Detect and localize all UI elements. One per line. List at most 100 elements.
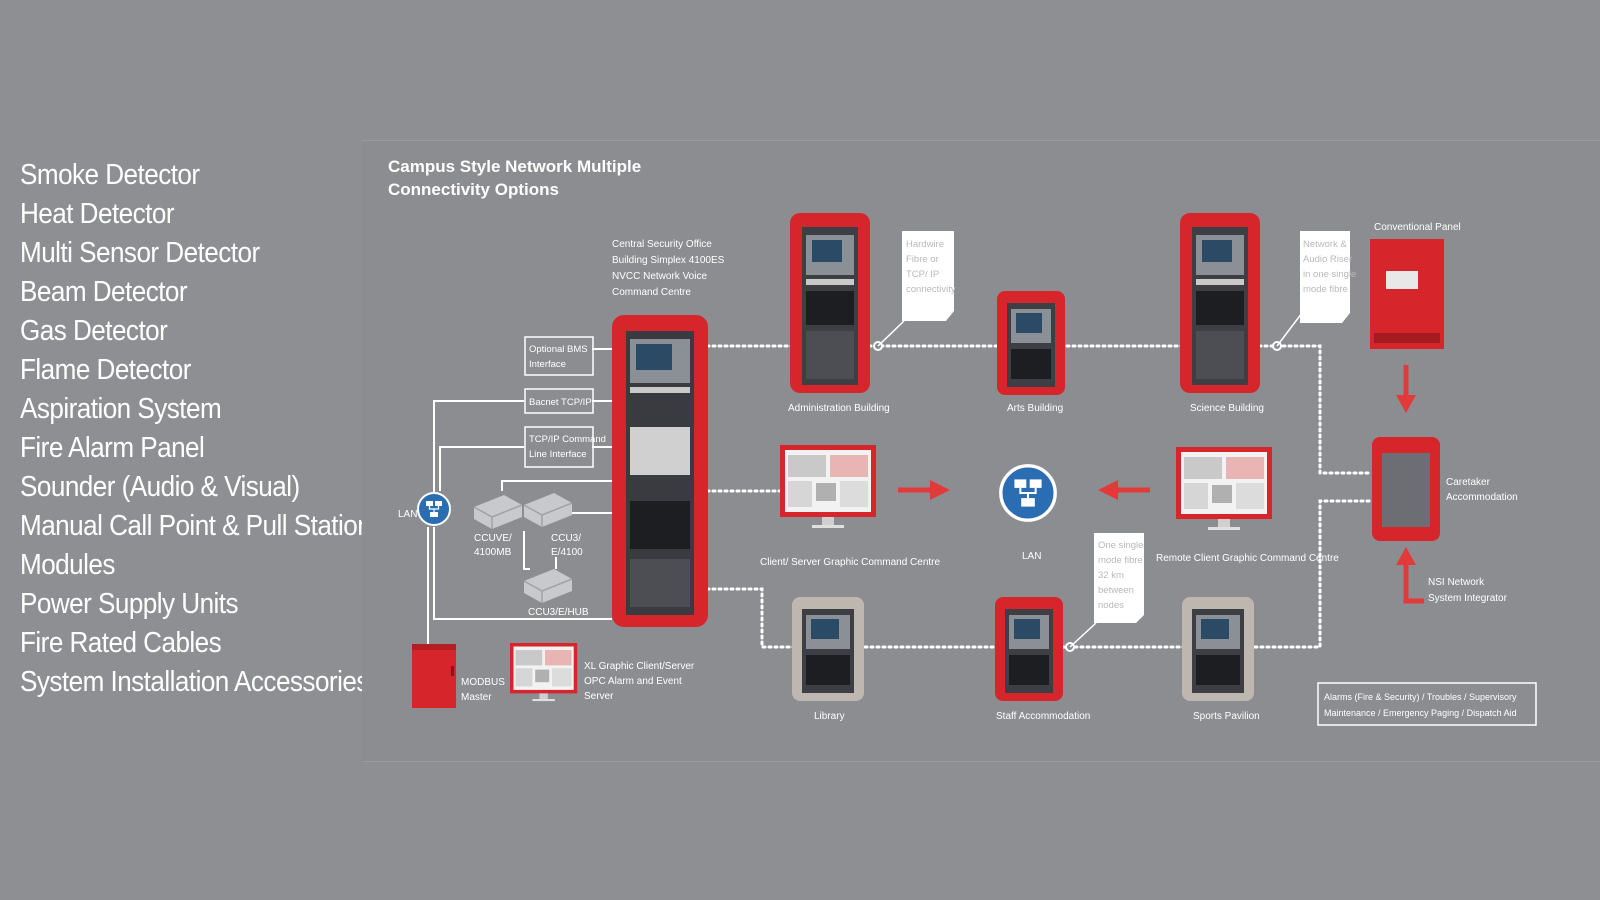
svg-text:Line Interface: Line Interface	[529, 449, 587, 460]
product-item[interactable]: Fire Alarm Panel	[20, 432, 205, 464]
wire-lan-xl	[433, 527, 612, 620]
wire-ccu	[501, 480, 612, 570]
product-item[interactable]: Multi Sensor Detector	[20, 237, 260, 269]
diagram-title-line2: Connectivity Options	[388, 180, 559, 199]
product-item[interactable]: Flame Detector	[20, 354, 191, 386]
svg-text:connectivity: connectivity	[906, 284, 956, 295]
client-server-monitor-icon[interactable]	[780, 445, 876, 528]
svg-text:Hardwire: Hardwire	[906, 239, 944, 250]
svg-text:32 km: 32 km	[1098, 570, 1124, 581]
svg-text:mode fibre: mode fibre	[1303, 284, 1348, 295]
conventional-panel-label: Conventional Panel	[1374, 222, 1461, 233]
fibre-note: One single mode fibre 32 km between node…	[1069, 533, 1144, 648]
bacnet-box: Bacnet TCP/IP	[524, 388, 594, 414]
central-office-label: Command Centre	[612, 287, 691, 298]
ccuve-label: 4100MB	[474, 547, 512, 558]
arrow-up-icon	[1396, 547, 1416, 565]
svg-text:between: between	[1098, 585, 1134, 596]
library-label: Library	[814, 711, 845, 722]
product-item[interactable]: Gas Detector	[20, 315, 168, 347]
product-item[interactable]: Power Supply Units	[20, 588, 239, 620]
optional-bms-box: Optional BMS Interface	[524, 336, 594, 376]
modbus-label: MODBUS	[461, 677, 505, 688]
nsi-network-label: NSI Network	[1428, 577, 1485, 588]
sports-pavilion-cabinet-icon[interactable]	[1182, 597, 1254, 701]
ccu3e-device-icon[interactable]	[523, 492, 573, 528]
science-building-cabinet-icon[interactable]	[1180, 213, 1260, 393]
administration-building-cabinet-icon[interactable]	[790, 213, 870, 393]
svg-text:Interface: Interface	[529, 359, 566, 370]
staff-accommodation-label: Staff Accommodation	[996, 711, 1090, 722]
lan-icon-center[interactable]	[999, 464, 1057, 522]
svg-text:Audio Riser: Audio Riser	[1303, 254, 1352, 265]
svg-text:Fibre or: Fibre or	[906, 254, 939, 265]
ccuve-device-icon[interactable]	[473, 494, 523, 530]
science-building-label: Science Building	[1190, 403, 1264, 414]
client-server-label: Client/ Server Graphic Command Centre	[760, 557, 941, 568]
svg-text:One single: One single	[1098, 540, 1143, 551]
central-office-label: Building Simplex 4100ES	[612, 255, 725, 266]
xl-graphic-label: XL Graphic Client/Server	[584, 661, 695, 672]
remote-client-label: Remote Client Graphic Command Centre	[1156, 553, 1339, 564]
svg-text:Bacnet TCP/IP: Bacnet TCP/IP	[529, 397, 592, 408]
arrow-down-icon	[1396, 395, 1416, 413]
svg-text:Alarms (Fire & Security) / T: Alarms (Fire & Security) / Troubles / Su…	[1324, 692, 1517, 702]
modbus-master-panel-icon[interactable]	[412, 644, 456, 708]
wire-bms-panel	[592, 348, 612, 448]
diagram-title-line1: Campus Style Network Multiple	[388, 157, 641, 176]
network-diagram-svg: Campus Style Network Multiple Connectivi…	[388, 157, 1537, 726]
nsi-network-label: System Integrator	[1428, 593, 1508, 604]
sports-pavilion-label: Sports Pavilion	[1193, 711, 1260, 722]
svg-text:Network &: Network &	[1303, 239, 1347, 250]
central-office-cabinet-icon[interactable]	[612, 315, 708, 627]
product-item[interactable]: Sounder (Audio & Visual)	[20, 471, 300, 503]
product-item[interactable]: Aspiration System	[20, 393, 222, 425]
product-item[interactable]: Manual Call Point & Pull Station	[20, 510, 372, 542]
product-item[interactable]: Beam Detector	[20, 276, 188, 308]
ccu3e-label: E/4100	[551, 547, 583, 558]
conventional-panel-icon[interactable]	[1370, 239, 1444, 349]
network-diagram: Campus Style Network Multiple Connectivi…	[362, 140, 1600, 762]
wire-lan-bms	[433, 400, 524, 511]
wire-lan-tcp	[439, 446, 524, 491]
product-item[interactable]: Fire Rated Cables	[20, 627, 222, 659]
lan-left-label: LAN	[398, 509, 417, 520]
lan-icon-left[interactable]	[417, 492, 451, 526]
product-item[interactable]: Heat Detector	[20, 198, 175, 230]
product-item[interactable]: Modules	[20, 549, 115, 581]
tcpip-command-box: TCP/IP Command Line Interface	[524, 426, 606, 468]
arrow-right-icon	[930, 480, 950, 500]
caretaker-label: Accommodation	[1446, 492, 1518, 503]
product-list: Smoke Detector Heat Detector Multi Senso…	[20, 156, 410, 702]
hardwire-note: Hardwire Fibre or TCP/ IP connectivity	[877, 231, 956, 347]
ccuve-label: CCUVE/	[474, 533, 512, 544]
svg-text:Maintenance / Emergency Pagi: Maintenance / Emergency Paging / Dispatc…	[1324, 708, 1517, 718]
svg-text:TCP/IP Command: TCP/IP Command	[529, 434, 606, 445]
lan-center-label: LAN	[1022, 551, 1041, 562]
svg-text:in one single: in one single	[1303, 269, 1356, 280]
arrow-left-icon	[1098, 480, 1118, 500]
arts-building-cabinet-icon[interactable]	[997, 291, 1065, 395]
arts-building-label: Arts Building	[1007, 403, 1063, 414]
administration-building-label: Administration Building	[788, 403, 890, 414]
xl-graphic-label: OPC Alarm and Event	[584, 676, 682, 687]
ccu3e-label: CCU3/	[551, 533, 581, 544]
caretaker-cabinet-icon[interactable]	[1372, 437, 1440, 541]
svg-text:nodes: nodes	[1098, 600, 1124, 611]
central-office-label: Central Security Office	[612, 239, 712, 250]
product-item[interactable]: Smoke Detector	[20, 159, 200, 191]
ccu3-hub-device-icon[interactable]	[523, 568, 573, 604]
remote-client-monitor-icon[interactable]	[1176, 447, 1272, 530]
svg-text:TCP/ IP: TCP/ IP	[906, 269, 939, 280]
library-cabinet-icon[interactable]	[792, 597, 864, 701]
ccu3-hub-label: CCU3/E/HUB	[528, 607, 589, 618]
product-item[interactable]: System Installation Accessories	[20, 666, 369, 698]
staff-accommodation-cabinet-icon[interactable]	[995, 597, 1063, 701]
xl-graphic-monitor-icon[interactable]	[510, 643, 578, 702]
modbus-label: Master	[461, 692, 492, 703]
network-riser-note: Network & Audio Riser in one single mode…	[1276, 231, 1356, 347]
legend-box: Alarms (Fire & Security) / Troubles / Su…	[1317, 682, 1537, 726]
svg-text:mode fibre: mode fibre	[1098, 555, 1143, 566]
svg-text:Optional BMS: Optional BMS	[529, 344, 588, 355]
central-office-label: NVCC Network Voice	[612, 271, 707, 282]
